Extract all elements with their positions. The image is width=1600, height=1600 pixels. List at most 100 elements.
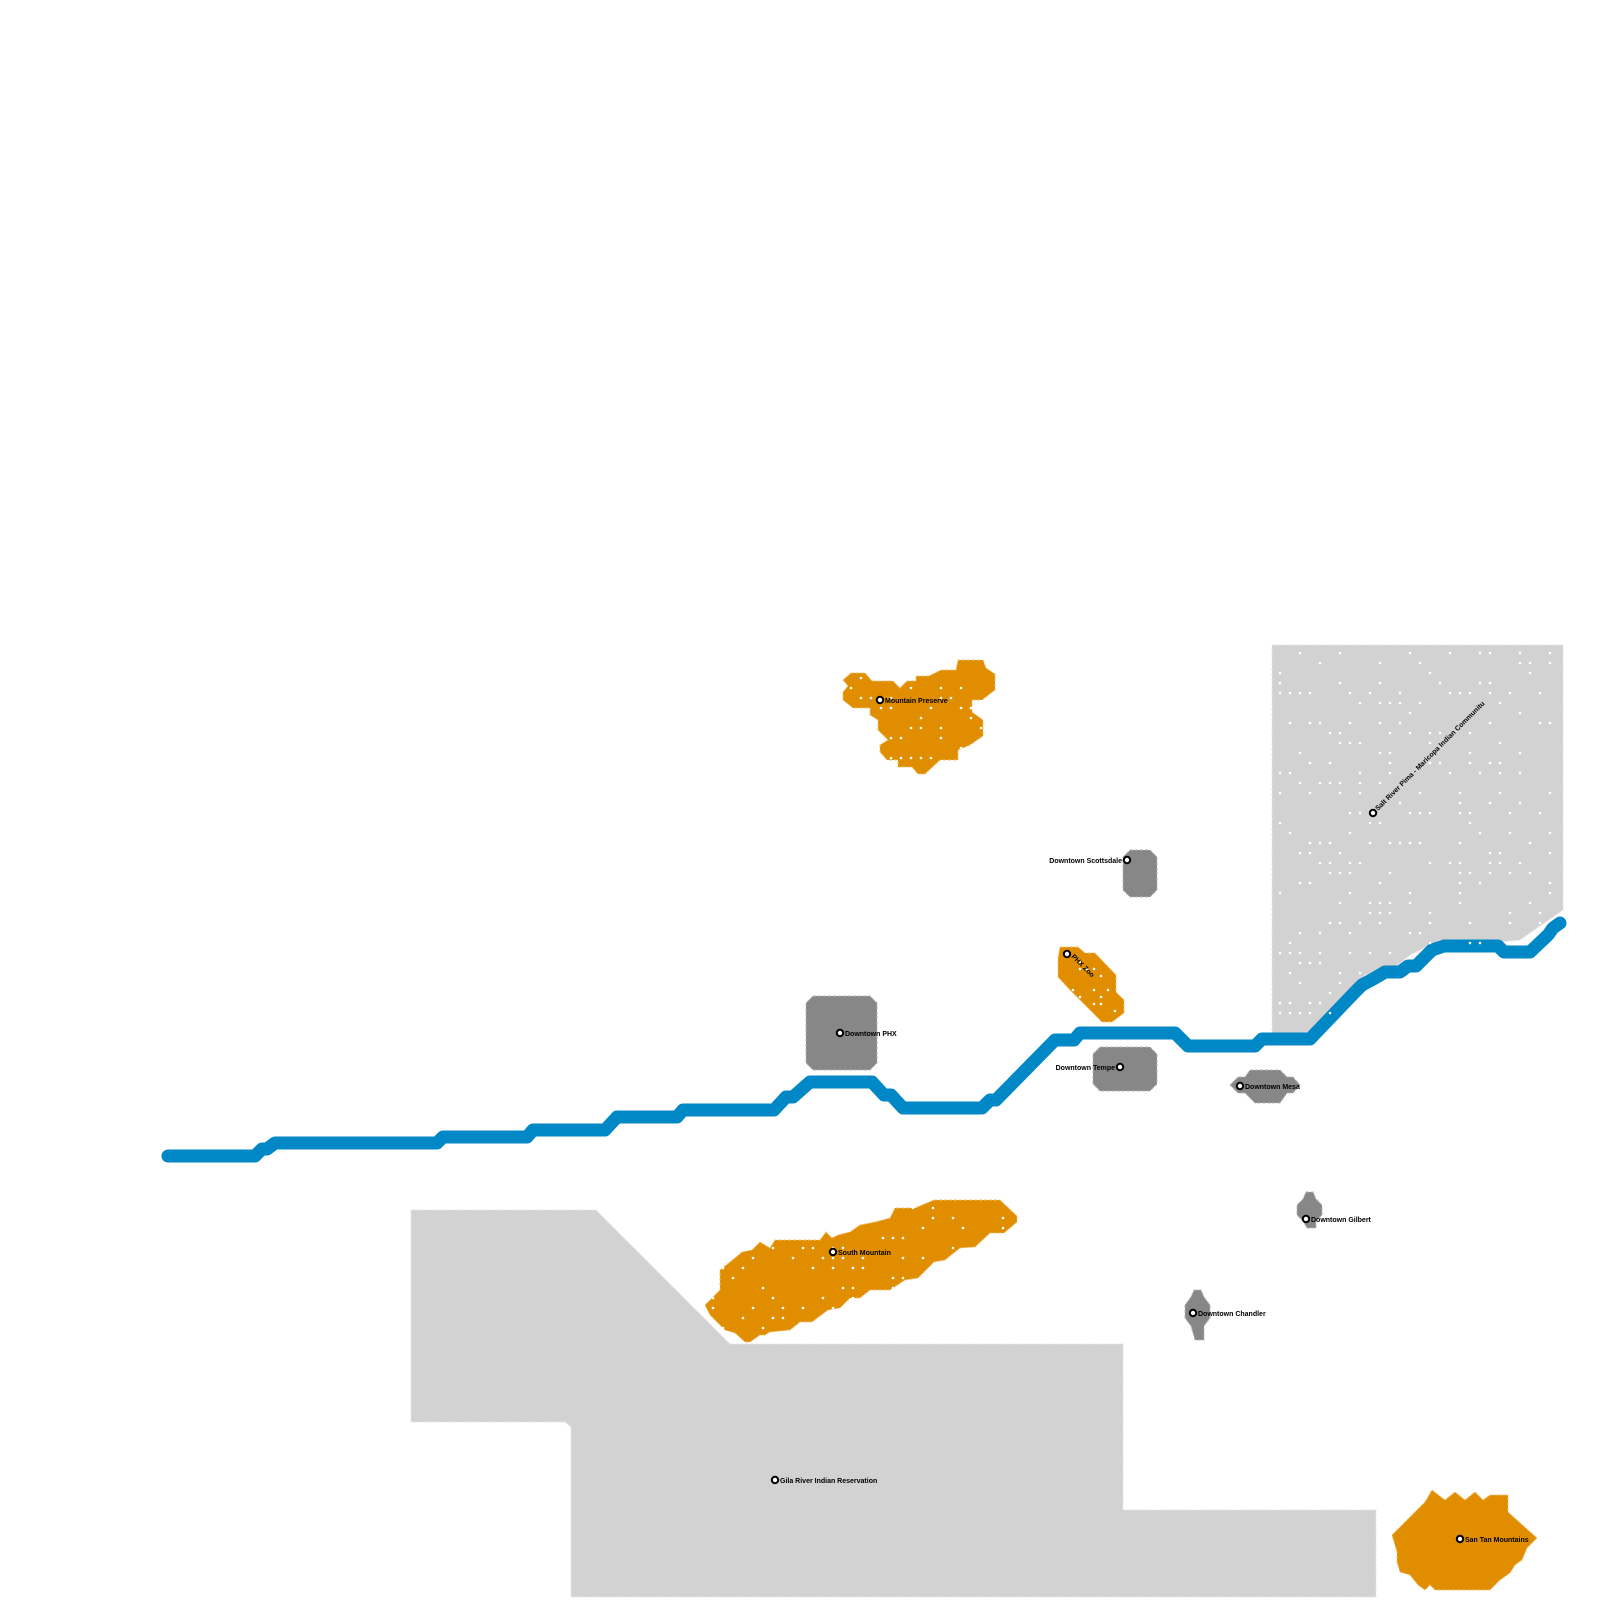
texture-dot (1458, 691, 1462, 695)
texture-dot (1388, 731, 1392, 735)
river-salt-river[interactable] (161, 916, 1567, 1163)
texture-dot (1298, 781, 1302, 785)
texture-dot (1468, 821, 1472, 825)
texture-dot (781, 1316, 785, 1320)
texture-dot (841, 1256, 845, 1260)
texture-dot (761, 1326, 765, 1330)
texture-dot (1298, 751, 1302, 755)
texture-dot (1318, 721, 1322, 725)
area-downtown-tempe[interactable] (1092, 1046, 1158, 1092)
texture-dot (831, 1256, 835, 1260)
texture-dot (1548, 791, 1552, 795)
texture-dot (1338, 791, 1342, 795)
area-downtown-mesa[interactable] (1229, 1069, 1301, 1104)
place-downtown-mesa[interactable]: Downtown Mesa (1235, 1081, 1300, 1091)
area-phx-zoo[interactable] (1057, 946, 1125, 1023)
area-san-tan-mountains[interactable] (1391, 1489, 1538, 1591)
texture-dot (1428, 861, 1432, 865)
texture-dot (1378, 821, 1382, 825)
texture-dot (751, 1306, 755, 1310)
texture-dot (1528, 661, 1532, 665)
texture-dot (1438, 681, 1442, 685)
marker-icon (1115, 1062, 1125, 1072)
texture-dot (1288, 951, 1292, 955)
place-label: Downtown PHX (845, 1031, 897, 1038)
texture-dot (1328, 761, 1332, 765)
texture-dot (1348, 951, 1352, 955)
area-downtown-scottsdale[interactable] (1122, 849, 1158, 898)
texture-dot (901, 1256, 905, 1260)
texture-dot (979, 726, 983, 730)
place-gila-river[interactable]: Gila River Indian Reservation (770, 1475, 877, 1485)
place-downtown-tempe[interactable]: Downtown Tempe (1056, 1062, 1125, 1072)
texture-dot (851, 1286, 855, 1290)
texture-dot (1358, 921, 1362, 925)
texture-dot (891, 1276, 895, 1280)
texture-dot (1318, 1001, 1322, 1005)
texture-dot (811, 1266, 815, 1270)
place-san-tan-mountains[interactable]: San Tan Mountains (1455, 1534, 1529, 1544)
texture-dot (1099, 974, 1103, 978)
texture-dot (1278, 681, 1282, 685)
texture-dot (1488, 801, 1492, 805)
texture-dot (951, 1246, 955, 1250)
texture-dot (909, 756, 913, 760)
texture-dot (1458, 841, 1462, 845)
texture-dot (1338, 781, 1342, 785)
place-south-mountain[interactable]: South Mountain (828, 1247, 891, 1257)
texture-dot (1548, 881, 1552, 885)
texture-dot (861, 1266, 865, 1270)
texture-dot (889, 706, 893, 710)
texture-dot (1468, 941, 1472, 945)
place-label: Gila River Indian Reservation (780, 1478, 877, 1485)
texture-dot (1308, 841, 1312, 845)
texture-dot (1458, 791, 1462, 795)
texture-dot (911, 1206, 915, 1210)
texture-dot (1338, 981, 1342, 985)
texture-dot (781, 1306, 785, 1310)
texture-dot (1548, 661, 1552, 665)
texture-dot (1418, 811, 1422, 815)
texture-dot (931, 1216, 935, 1220)
place-downtown-scottsdale[interactable]: Downtown Scottsdale (1049, 855, 1132, 865)
place-downtown-phx[interactable]: Downtown PHX (835, 1028, 897, 1038)
texture-dot (1278, 771, 1282, 775)
texture-dot (1298, 981, 1302, 985)
texture-dot (921, 1256, 925, 1260)
place-downtown-chandler[interactable]: Downtown Chandler (1188, 1308, 1266, 1318)
texture-dot (1368, 911, 1372, 915)
texture-dot (959, 706, 963, 710)
texture-dot (831, 1266, 835, 1270)
place-mountain-preserve[interactable]: Mountain Preserve (875, 695, 948, 705)
area-salt-river-pima[interactable] (1271, 644, 1564, 1036)
area-downtown-chandler[interactable] (1184, 1289, 1211, 1341)
place-downtown-gilbert[interactable]: Downtown Gilbert (1301, 1214, 1372, 1224)
texture-dot (1398, 841, 1402, 845)
texture-dot (1288, 1001, 1292, 1005)
texture-dot (1478, 831, 1482, 835)
texture-dot (1398, 701, 1402, 705)
area-mountain-preserve[interactable] (842, 659, 996, 775)
texture-dot (1085, 967, 1089, 971)
area-gila-river[interactable] (410, 1209, 1377, 1598)
texture-dot (949, 696, 953, 700)
texture-dot (1368, 841, 1372, 845)
texture-dot (899, 736, 903, 740)
area-south-mountain[interactable] (704, 1199, 1018, 1343)
texture-dot (1498, 771, 1502, 775)
texture-dot (1478, 651, 1482, 655)
texture-dot (1338, 651, 1342, 655)
texture-dot (1328, 781, 1332, 785)
texture-dot (1278, 671, 1282, 675)
texture-dot (1358, 861, 1362, 865)
texture-dot (1408, 811, 1412, 815)
texture-dot (1408, 841, 1412, 845)
marker-icon (770, 1475, 780, 1485)
texture-dot (1428, 731, 1432, 735)
texture-dot (1348, 861, 1352, 865)
texture-dot (921, 1226, 925, 1230)
texture-dot (1348, 831, 1352, 835)
texture-dot (1378, 661, 1382, 665)
texture-dot (929, 756, 933, 760)
